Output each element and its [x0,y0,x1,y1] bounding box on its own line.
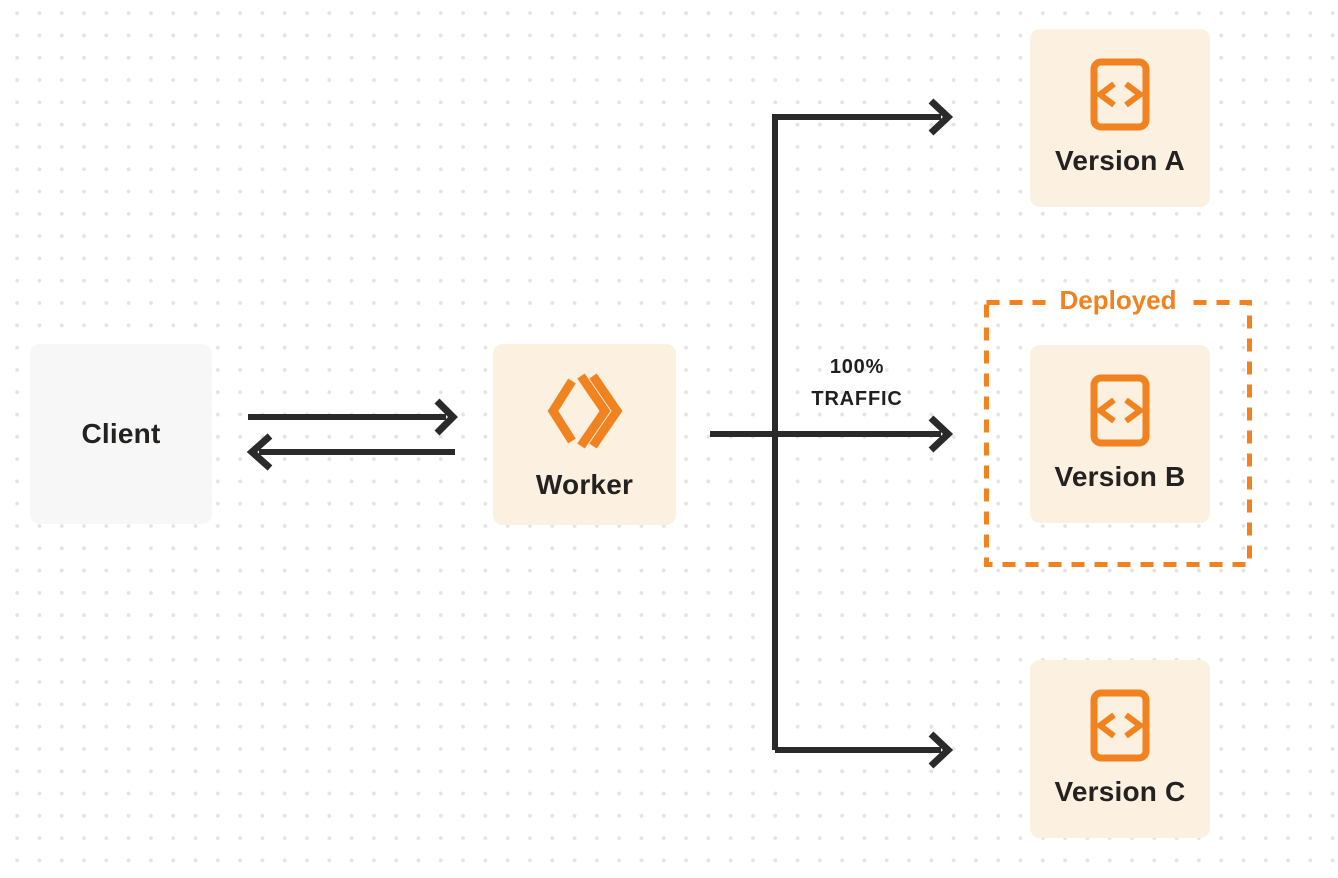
workers-logo-icon [547,373,622,449]
node-version-a: Version A [1030,29,1210,207]
traffic-percentage-value: 100% [829,356,885,378]
node-worker: Worker [493,344,676,525]
deployed-dashed-border [984,300,1252,567]
arrow-client-to-worker [248,398,458,436]
version-c-label: Version C [1054,776,1186,808]
code-file-icon [1090,689,1150,762]
worker-label: Worker [535,468,634,500]
code-file-icon [1090,58,1150,131]
arrow-to-version-c [775,731,954,769]
node-version-b: Version B [1030,345,1210,523]
arrow-worker-to-client [246,433,455,471]
deployed-region: Deployed [984,284,1252,567]
code-file-icon [1090,374,1150,447]
client-label: Client [81,418,161,450]
arrow-to-version-b [710,415,954,453]
branch-trunk-line [772,114,941,750]
deployed-badge: Deployed [1049,284,1187,316]
node-client: Client [30,344,212,524]
version-b-label: Version B [1054,461,1186,493]
arrow-to-version-a [928,98,954,136]
traffic-word: TRAFFIC [811,388,903,410]
node-version-c: Version C [1030,660,1210,838]
version-a-label: Version A [1055,145,1185,177]
traffic-percentage-label: 100% TRAFFIC [786,351,928,415]
